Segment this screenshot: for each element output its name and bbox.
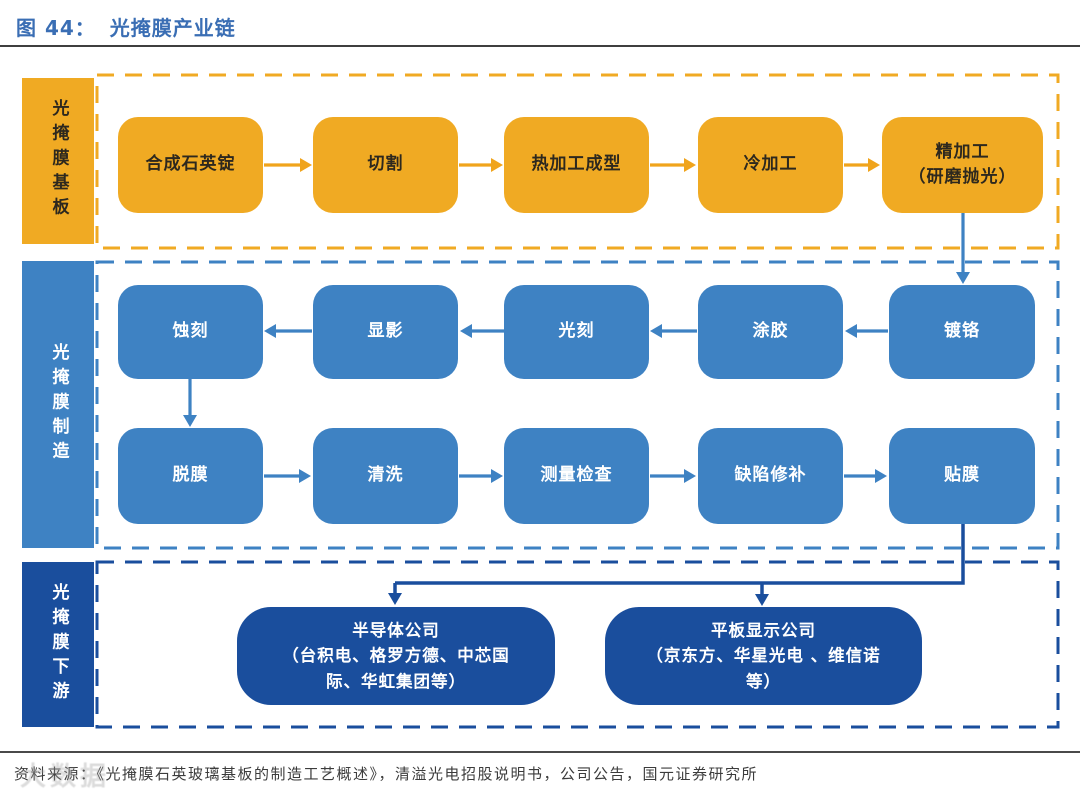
section-label-downstream: 光掩膜下游: [22, 562, 94, 727]
source-note: 资料来源：《光掩膜石英玻璃基板的制造工艺概述》，清溢光电招股说明书，公司公告，国…: [14, 765, 759, 783]
manufacturing-arrow-left-icons: [264, 324, 888, 338]
step-etching: 蚀刻: [118, 285, 263, 379]
step-pellicle-mounting: 贴膜: [889, 428, 1035, 524]
figure-number-label: 图 44：: [16, 16, 96, 40]
downstream-section-border: [95, 560, 1060, 729]
step-defect-repair: 缺陷修补: [698, 428, 843, 524]
step-precision-finishing: 精加工 （研磨抛光）: [882, 117, 1043, 213]
section-label-manufacturing: 光掩膜制造: [22, 261, 94, 548]
manufacturing-section-border: [95, 260, 1060, 550]
step-hot-forming: 热加工成型: [504, 117, 649, 213]
substrate-arrow-right-icons: [264, 158, 880, 172]
substrate-to-manufacturing-arrow-down-icon: [956, 213, 970, 284]
semiconductor-companies-box: 半导体公司 （台积电、格罗方德、中芯国 际、华虹集团等）: [237, 607, 555, 705]
step-chrome-plating: 镀铬: [889, 285, 1035, 379]
step-cutting: 切割: [313, 117, 458, 213]
step-lithography: 光刻: [504, 285, 649, 379]
section-label-substrate: 光掩膜基板: [22, 78, 94, 244]
step-stripping: 脱膜: [118, 428, 263, 524]
step-cold-processing: 冷加工: [698, 117, 843, 213]
step-resist-coating: 涂胶: [698, 285, 843, 379]
manufacturing-arrow-right-icons: [264, 469, 887, 483]
display-companies-box: 平板显示公司 （京东方、华星光电 、维信诺 等）: [605, 607, 922, 705]
substrate-section-border: [95, 73, 1060, 250]
footer-divider: [0, 751, 1080, 753]
figure-title: 图 44： 光掩膜产业链: [16, 12, 236, 41]
manufacturing-to-downstream-connector: [388, 524, 965, 606]
step-synthetic-quartz-ingot: 合成石英锭: [118, 117, 263, 213]
step-measurement-inspection: 测量检查: [504, 428, 649, 524]
step-cleaning: 清洗: [313, 428, 458, 524]
etching-to-stripping-arrow-down-icon: [183, 379, 197, 427]
title-divider: [0, 45, 1080, 47]
step-developing: 显影: [313, 285, 458, 379]
figure-title-text: 光掩膜产业链: [109, 16, 236, 40]
